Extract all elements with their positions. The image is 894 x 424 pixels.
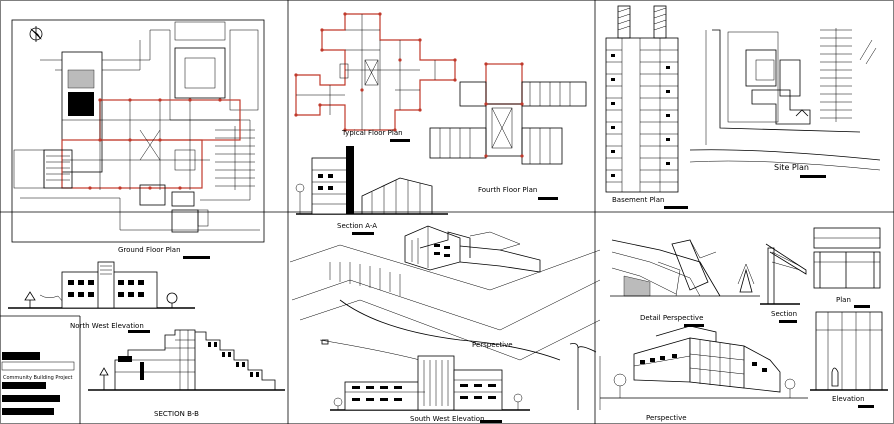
- right-elevation-label: Elevation: [832, 395, 865, 403]
- site-plan-drawing: [689, 28, 881, 171]
- section-aa-scale-bar: [352, 232, 374, 235]
- street-lamp-icon: [569, 343, 601, 410]
- center-perspective-drawing: [289, 225, 601, 361]
- right-plan-label: Plan: [836, 296, 851, 304]
- title-block: [0, 315, 81, 424]
- right-elevation-scale-bar: [858, 405, 874, 408]
- section-aa-label: Section A-A: [337, 222, 377, 230]
- ground-floor-plan-label: Ground Floor Plan: [118, 246, 181, 254]
- right-section-label: Section: [771, 310, 797, 318]
- right-plan-scale-bar: [854, 305, 870, 308]
- typical-floor-plan-scale-bar: [390, 139, 410, 142]
- typical-floor-plan-drawing: [294, 12, 457, 132]
- ground-floor-plan-drawing: [11, 19, 265, 243]
- tree-icon: [166, 292, 178, 308]
- basement-plan-drawing: [605, 5, 679, 193]
- north-west-elevation-drawing: [8, 261, 195, 309]
- site-plan-scale-bar: [800, 175, 826, 178]
- south-west-elevation-label: South West Elevation: [410, 415, 485, 423]
- south-west-elevation-drawing: [330, 343, 601, 411]
- detail-perspective-drawing: [610, 239, 760, 297]
- ground-floor-plan-scale-bar: [183, 256, 210, 259]
- site-plan-label: Site Plan: [774, 163, 809, 172]
- right-elevation-drawing: [810, 311, 888, 391]
- fourth-floor-plan-drawing: [429, 62, 587, 165]
- basement-plan-scale-bar: [664, 206, 688, 209]
- section-aa-drawing: [295, 146, 448, 215]
- section-bb-drawing: [88, 329, 285, 391]
- right-perspective-label: Perspective: [646, 414, 687, 422]
- tree-icon: [613, 373, 627, 398]
- basement-plan-label: Basement Plan: [612, 196, 664, 204]
- north-west-elevation-label: North West Elevation: [70, 322, 144, 330]
- north-arrow-icon: [29, 26, 43, 42]
- right-plan-drawing: [813, 227, 881, 289]
- right-perspective-drawing: [600, 325, 808, 399]
- fourth-floor-plan-label: Fourth Floor Plan: [478, 186, 537, 194]
- tree-icon: [784, 378, 796, 398]
- center-perspective-label: Perspective: [472, 341, 513, 349]
- right-section-scale-bar: [779, 320, 797, 323]
- right-section-drawing: [760, 243, 807, 305]
- detail-perspective-scale-bar: [684, 324, 704, 327]
- tree-icon: [295, 183, 305, 214]
- tree-icon: [513, 393, 523, 410]
- tree-icon: [737, 263, 755, 293]
- tree-icon: [333, 397, 343, 410]
- south-west-elevation-scale-bar: [480, 420, 502, 423]
- north-west-elevation-scale-bar: [128, 330, 150, 333]
- fourth-floor-plan-scale-bar: [538, 197, 558, 200]
- car-icon: [321, 339, 329, 345]
- section-bb-label: SECTION B-B: [154, 410, 199, 418]
- title-block-project-name: Community Building Project: [3, 375, 73, 381]
- detail-perspective-label: Detail Perspective: [640, 314, 703, 322]
- typical-floor-plan-label: Typical Floor Plan: [341, 129, 403, 137]
